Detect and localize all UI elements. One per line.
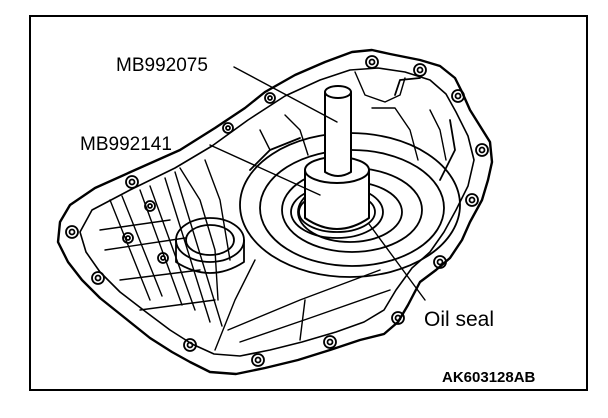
figure-code: AK603128AB bbox=[442, 369, 536, 386]
transaxle-case bbox=[56, 48, 494, 376]
upper-cavity bbox=[259, 71, 447, 161]
tool-mb992141 bbox=[304, 156, 370, 230]
bolt-bosses bbox=[65, 55, 489, 367]
label-oil-seal: Oil seal bbox=[424, 308, 495, 331]
label-mb992075: MB992075 bbox=[116, 55, 208, 76]
tool-mb992075 bbox=[324, 85, 352, 177]
bearing-bore bbox=[175, 217, 245, 274]
label-mb992141: MB992141 bbox=[80, 134, 172, 155]
leader-lines bbox=[209, 66, 426, 301]
